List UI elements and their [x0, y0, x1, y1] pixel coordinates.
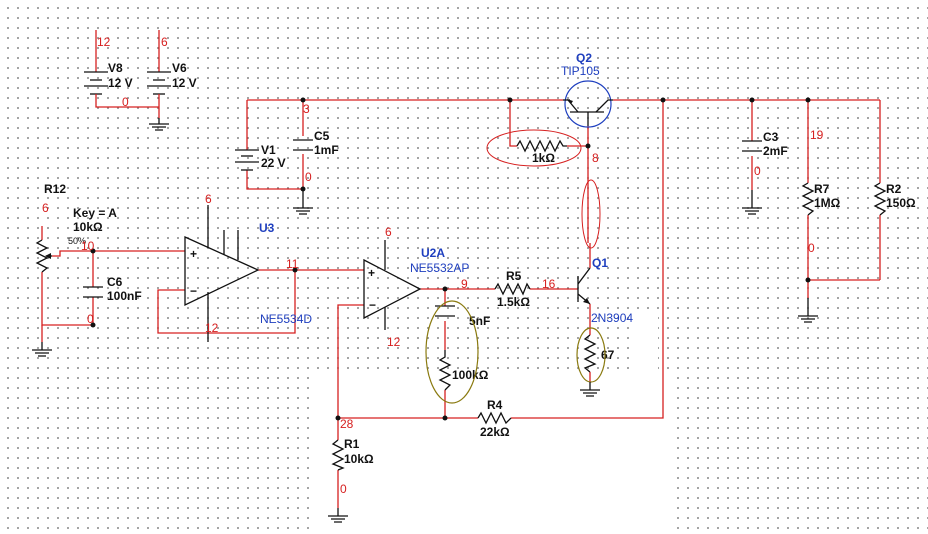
net-label: 0 [754, 164, 761, 178]
u2-ref: U2A [421, 246, 445, 260]
net-label: 6 [161, 35, 168, 49]
q1-transistor[interactable]: Q1 2N3904 [577, 256, 633, 325]
r-1k-resistor[interactable]: 1kΩ [516, 139, 567, 165]
r2-value: 150Ω [886, 196, 916, 210]
net-label: 0 [87, 312, 94, 326]
c5-value: 1mF [314, 143, 339, 157]
net-label: 11 [286, 257, 299, 271]
net-label: 6 [205, 192, 212, 206]
r5-value: 1.5kΩ [497, 295, 530, 309]
r7-resistor[interactable]: R7 1MΩ [801, 182, 841, 216]
u3-opamp[interactable]: + − U3 NE5534D [184, 205, 312, 342]
v8-value: 12 V [108, 76, 133, 90]
net-label: 12 [205, 321, 219, 335]
v8-source[interactable]: V8 12 V [84, 30, 159, 108]
v1-ref: V1 [261, 143, 276, 157]
u2-minus: − [369, 298, 376, 312]
v1-value: 22 V [261, 156, 286, 170]
ground-symbol [328, 508, 348, 523]
r4-ref: R4 [487, 398, 503, 412]
r7-value: 1MΩ [814, 196, 841, 210]
c3-capacitor[interactable]: C3 2mF [742, 130, 788, 158]
net-label: 10 [81, 239, 95, 253]
c5-ref: C5 [314, 129, 330, 143]
q1-model: 2N3904 [591, 311, 633, 325]
u3-plus: + [190, 247, 197, 261]
r1-value: 10kΩ [344, 452, 374, 466]
net-label: 8 [592, 151, 599, 165]
u3-model: NE5534D [260, 312, 312, 326]
r-67-resistor[interactable]: 67 [583, 334, 615, 373]
ground-symbol [580, 382, 600, 397]
c6-capacitor[interactable]: C6 100nF [83, 275, 142, 303]
net-label: 16 [542, 277, 556, 291]
r1-ref: R1 [344, 437, 360, 451]
c5-capacitor[interactable]: C5 1mF [293, 129, 339, 157]
r2-resistor[interactable]: R2 150Ω [873, 182, 916, 216]
u2a-opamp[interactable]: + − U2A NE5532AP [363, 240, 469, 330]
r12-percent: 50% [68, 236, 86, 246]
net-label: 12 [97, 35, 111, 49]
net-label: 3 [303, 102, 310, 116]
net-label: 19 [810, 128, 824, 142]
r12-ref: R12 [44, 182, 66, 196]
net-label: 6 [385, 225, 392, 239]
r12-key: Key = A [73, 206, 117, 220]
v8-ref: V8 [108, 61, 123, 75]
r12-potentiometer[interactable]: R12 Key = A 10kΩ 50% [35, 182, 117, 273]
net-label: 12 [387, 335, 401, 349]
u2-plus: + [368, 266, 375, 280]
r1-resistor[interactable]: R1 10kΩ [331, 437, 374, 471]
ground-symbol [149, 118, 169, 131]
r-1k-value: 1kΩ [532, 151, 555, 165]
net-label: 6 [42, 201, 49, 215]
v6-ref: V6 [172, 61, 187, 75]
r-100k-resistor[interactable]: 100kΩ [438, 350, 489, 391]
r12-value: 10kΩ [73, 220, 103, 234]
q1-ref: Q1 [592, 256, 608, 270]
r4-value: 22kΩ [480, 425, 510, 439]
r4-resistor[interactable]: R4 22kΩ [477, 398, 512, 439]
net-label: 0 [808, 241, 815, 255]
r-100k-value: 100kΩ [452, 368, 489, 382]
r5-ref: R5 [506, 269, 522, 283]
net-labels: 12 0 6 3 0 19 0 0 8 16 9 11 10 6 0 6 12 … [42, 35, 824, 496]
net-label: 9 [461, 277, 468, 291]
v6-value: 12 V [172, 76, 197, 90]
ground-symbol [798, 298, 818, 323]
r-67-value: 67 [601, 348, 615, 362]
net-label: 28 [340, 417, 354, 431]
u3-ref: U3 [259, 221, 275, 235]
highlight-oval [581, 179, 601, 249]
u2-model: NE5532AP [410, 261, 469, 275]
c-5n-capacitor[interactable]: 5nF [435, 305, 490, 328]
c3-ref: C3 [763, 130, 779, 144]
junctions [90, 97, 811, 421]
highlight-oval [425, 300, 479, 404]
c6-value: 100nF [107, 289, 142, 303]
q2-transistor[interactable]: Q2 TIP105 [561, 51, 613, 128]
q2-model: TIP105 [561, 64, 600, 78]
u3-minus: − [190, 284, 197, 298]
ground-symbol [32, 342, 52, 357]
net-label: 0 [122, 95, 129, 109]
c6-ref: C6 [107, 275, 123, 289]
q2-ref: Q2 [576, 51, 592, 65]
ground-symbol [742, 190, 762, 215]
r5-resistor[interactable]: R5 1.5kΩ [494, 269, 531, 309]
c3-value: 2mF [763, 144, 788, 158]
highlight-oval [486, 129, 582, 167]
v1-source[interactable]: V1 22 V [235, 143, 286, 171]
r2-ref: R2 [886, 182, 902, 196]
r7-ref: R7 [814, 182, 830, 196]
ground-symbol [293, 190, 313, 215]
net-label: 0 [340, 482, 347, 496]
net-label: 0 [305, 170, 312, 184]
highlight-oval [576, 327, 606, 383]
v6-source[interactable]: V6 12 V [147, 30, 197, 118]
